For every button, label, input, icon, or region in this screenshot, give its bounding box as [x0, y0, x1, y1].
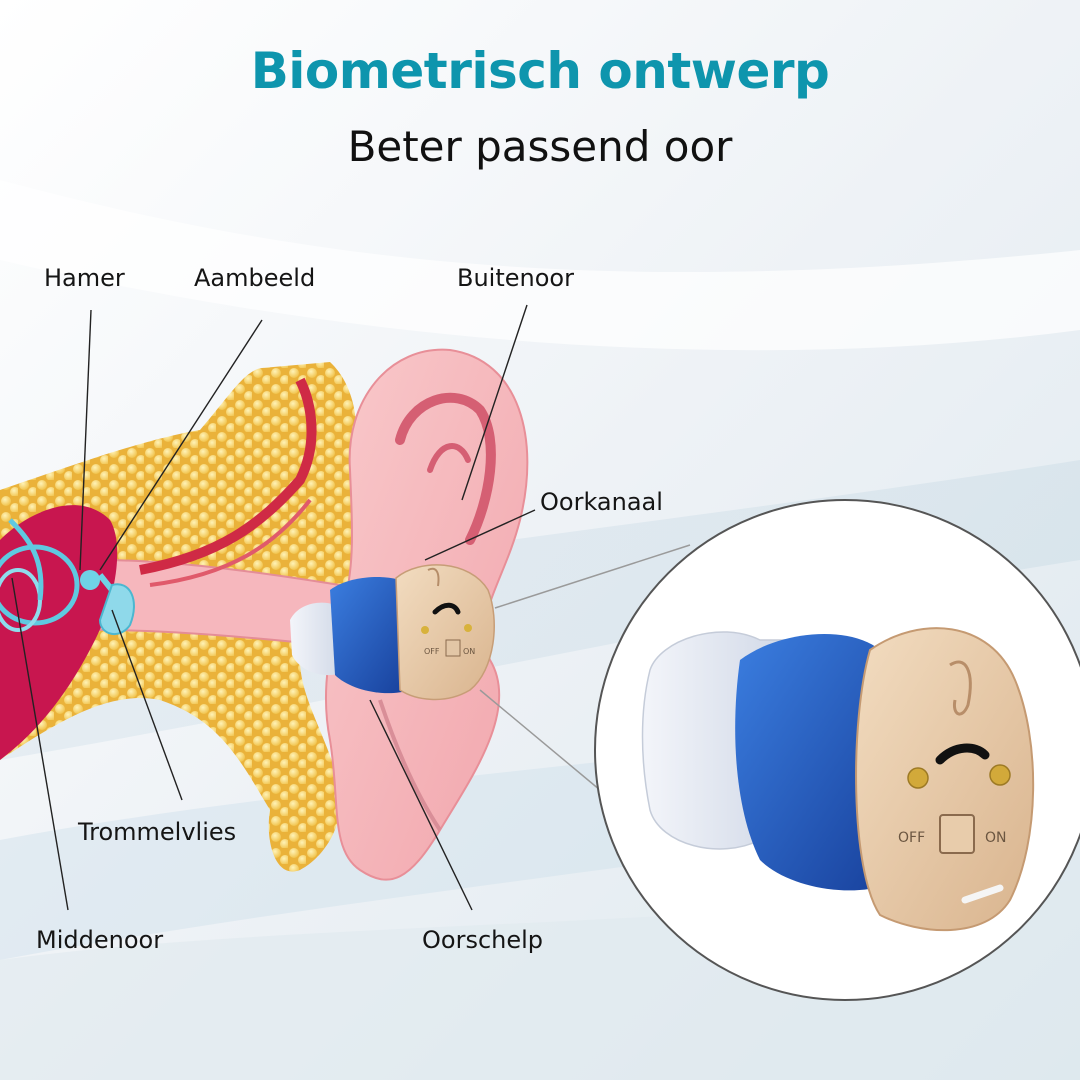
- page-subtitle: Beter passend oor: [347, 122, 733, 171]
- switch-off-label: OFF: [898, 830, 925, 846]
- label-aambeeld: Aambeeld: [194, 264, 316, 292]
- label-oorschelp: Oorschelp: [422, 926, 544, 954]
- zoom-circle: OFF ON: [594, 499, 1080, 1001]
- leader-lines: [11, 304, 536, 911]
- zoom-line-top: [494, 544, 691, 609]
- switch-on-label: ON: [985, 830, 1007, 846]
- label-trommelvlies: Trommelvlies: [78, 818, 237, 846]
- zoom-line-bottom: [479, 689, 601, 791]
- hearing-aid-in-ear: OFF ON: [290, 564, 495, 701]
- switch-on-small: ON: [463, 647, 475, 656]
- label-middenoor: Middenoor: [36, 926, 164, 954]
- label-hamer: Hamer: [44, 264, 125, 292]
- switch-off-small: OFF: [424, 647, 440, 656]
- page-title: Biometrisch ontwerp: [250, 42, 830, 100]
- middle-ear: [0, 505, 135, 760]
- label-oorkanaal: Oorkanaal: [540, 488, 663, 516]
- label-buitenoor: Buitenoor: [457, 264, 574, 292]
